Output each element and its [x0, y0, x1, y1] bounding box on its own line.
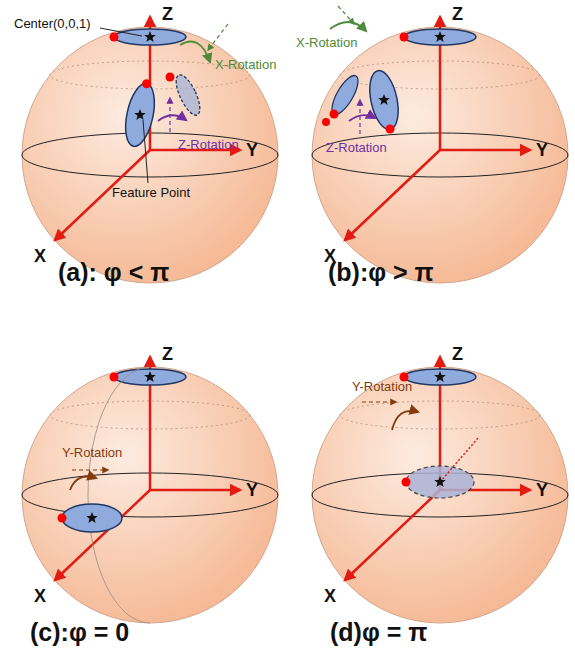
axis-label: Z: [452, 4, 463, 25]
axis-label: Y: [536, 480, 548, 501]
rotation-label: X-Rotation: [215, 58, 276, 73]
panel-caption: (b):φ > π: [328, 258, 434, 287]
rotation-label: Y-Rotation: [62, 446, 122, 461]
panel-caption: (d)φ = π: [330, 618, 427, 647]
axis-label: Y: [246, 140, 258, 161]
axis-label: X: [324, 586, 336, 607]
axis-label: X: [34, 586, 46, 607]
rotation-label: Z-Rotation: [178, 138, 239, 153]
panel-caption: (c):φ = 0: [30, 618, 129, 647]
axis-label: Y: [536, 140, 548, 161]
rotation-label: Z-Rotation: [326, 141, 387, 156]
center-label: Center(0,0,1): [14, 17, 91, 32]
axis-label: Z: [162, 4, 173, 25]
axis-label: Z: [162, 344, 173, 365]
axis-label: Z: [452, 344, 463, 365]
axis-label: X: [34, 246, 46, 267]
panel-caption: (a): φ < π: [58, 258, 169, 287]
rotation-label: Y-Rotation: [352, 380, 412, 395]
feature-point-label: Feature Point: [112, 186, 190, 201]
axis-label: Y: [246, 480, 258, 501]
rotation-label: X-Rotation: [296, 36, 357, 51]
